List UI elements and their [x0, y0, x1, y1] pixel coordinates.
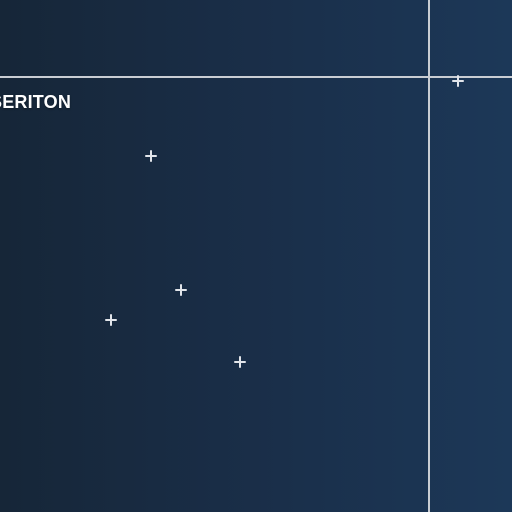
map-marker-plus-icon[interactable] — [145, 150, 157, 162]
map-marker-plus-icon[interactable] — [105, 314, 117, 326]
map-marker-plus-icon[interactable] — [234, 356, 246, 368]
location-label: SERITON — [0, 92, 72, 112]
map-marker-plus-icon[interactable] — [452, 75, 464, 87]
map-marker-plus-icon[interactable] — [175, 284, 187, 296]
crosshair-horizontal-line — [0, 76, 512, 78]
crosshair-vertical-line — [428, 0, 430, 512]
